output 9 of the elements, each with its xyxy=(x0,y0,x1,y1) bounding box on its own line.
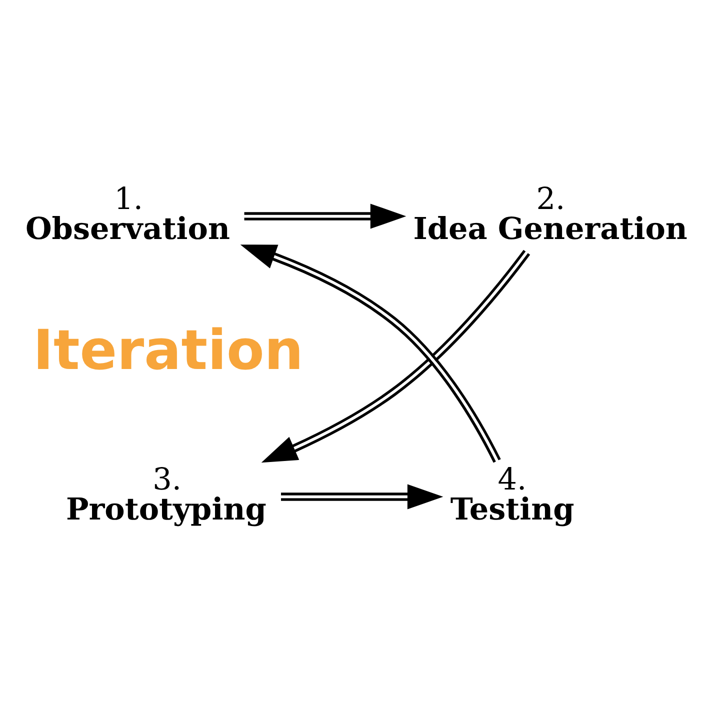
node-text: 4. Testing xyxy=(450,462,574,528)
arrow xyxy=(281,484,444,510)
arrow xyxy=(244,204,406,229)
node-text: 2. Idea Generation xyxy=(413,182,688,248)
arrow xyxy=(240,244,501,463)
arrow xyxy=(261,250,530,463)
node-text: 3. Prototyping xyxy=(66,462,266,528)
label: Iteration xyxy=(33,318,304,382)
node-text: 1. Observation xyxy=(25,182,230,248)
